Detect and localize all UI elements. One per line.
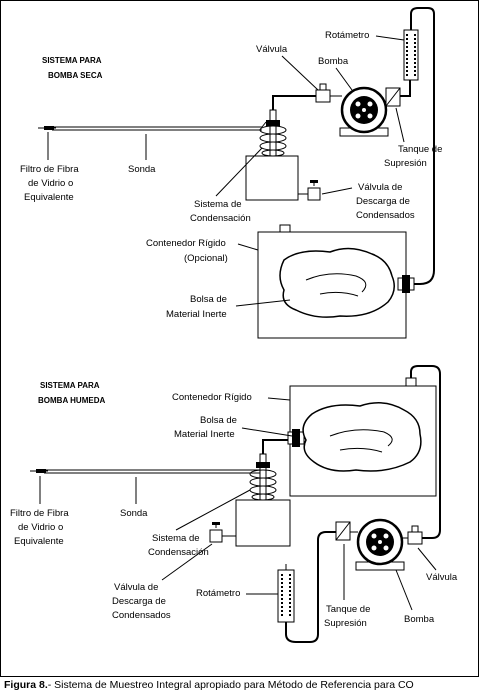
drain-label-line3-bottom: Condensados	[112, 610, 171, 621]
filter-label-line1-bottom: Filtro de Fibra	[10, 508, 69, 519]
filter-label-line1-top: Filtro de Fibra	[20, 164, 79, 175]
condensation-label-line2-bottom: Condensación	[148, 547, 209, 558]
container-leader-bottom	[267, 397, 291, 401]
valve-label-bottom: Válvula	[426, 572, 458, 583]
surge-tank-top	[385, 87, 401, 107]
rotameter-top	[400, 7, 435, 285]
drain-label-line2-bottom: Descarga de	[112, 596, 166, 607]
drain-label-line2-top: Descarga de	[356, 196, 410, 207]
condensation-system-top	[245, 109, 299, 201]
tubing-condenser-to-container-bottom	[262, 439, 288, 454]
diagram-border	[0, 0, 479, 677]
valve-leader-top	[281, 55, 319, 91]
pump-leader-top	[335, 67, 353, 91]
drain-label-line1-top: Válvula de	[358, 182, 402, 193]
condensation-system-bottom	[235, 453, 291, 547]
condensate-drain-valve-top	[298, 180, 321, 201]
inert-material-bag-top	[279, 247, 395, 318]
probe-top	[52, 121, 267, 131]
pump-label-bottom: Bomba	[404, 614, 435, 625]
rigid-container-bottom	[287, 377, 437, 497]
inert-material-bag-bottom	[302, 402, 422, 472]
valve-bottom	[402, 525, 423, 545]
valve-label-top: Válvula	[256, 44, 288, 55]
surge-tank-leader-top	[395, 107, 405, 143]
drain-label-line3-top: Condensados	[356, 210, 415, 221]
wet-pump-title-line1: SISTEMA PARA	[40, 381, 100, 390]
rotameter-bottom	[277, 531, 336, 643]
container-label-line2-top: (Opcional)	[184, 253, 228, 264]
container-label-line1-top: Contenedor Rígido	[146, 238, 226, 249]
pump-leader-bottom	[395, 569, 413, 611]
drain-label-line1-bottom: Válvula de	[114, 582, 158, 593]
valve-leader-bottom	[417, 547, 437, 571]
filter-label-line2-top: de Vidrio o	[28, 178, 73, 189]
glass-fiber-filter-top	[38, 126, 56, 130]
condensation-label-line2-top: Condensación	[190, 213, 251, 224]
filter-label-line3-bottom: Equivalente	[14, 536, 64, 547]
surge-tank-label-line1-bottom: Tanque de	[326, 604, 370, 615]
condensate-drain-valve-bottom	[209, 522, 236, 543]
figure-caption-text: - Sistema de Muestreo Integral apropiado…	[47, 679, 414, 691]
dry-pump-title-line1: SISTEMA PARA	[42, 56, 102, 65]
rotameter-label-top: Rotámetro	[325, 30, 369, 41]
container-leader-top	[237, 243, 259, 251]
tubing-container-to-valve-bottom	[410, 365, 441, 539]
wet-pump-system: SISTEMA PARA BOMBA HUMEDA	[10, 365, 458, 643]
drain-leader-top	[321, 187, 353, 195]
figure-caption: Figura 8.- Sistema de Muestreo Integral …	[4, 679, 480, 691]
bag-label-line2-top: Material Inerte	[166, 309, 227, 320]
surge-tank-label-line2-bottom: Supresión	[324, 618, 367, 629]
filter-label-line2-bottom: de Vidrio o	[18, 522, 63, 533]
glass-fiber-filter-bottom	[30, 469, 48, 473]
rotameter-leader-top	[375, 35, 405, 41]
bag-label-line1-bottom: Bolsa de	[200, 415, 237, 426]
pump-label-top: Bomba	[318, 56, 349, 67]
probe-label-top: Sonda	[128, 164, 156, 175]
pump-top	[339, 86, 389, 137]
valve-top	[315, 83, 342, 103]
condensation-label-line1-bottom: Sistema de	[152, 533, 200, 544]
probe-label-bottom: Sonda	[120, 508, 148, 519]
probe-bottom	[44, 463, 267, 474]
dry-pump-system: SISTEMA PARA BOMBA SECA	[20, 7, 442, 339]
rotameter-label-bottom: Rotámetro	[196, 588, 240, 599]
wet-pump-title-line2: BOMBA HUMEDA	[38, 396, 105, 405]
pump-bottom	[355, 518, 405, 571]
tubing-to-pump-top	[272, 95, 318, 110]
dry-pump-title-line2: BOMBA SECA	[48, 71, 103, 80]
drain-leader-bottom	[161, 543, 213, 581]
condensation-label-line1-top: Sistema de	[194, 199, 242, 210]
container-label-bottom: Contenedor Rígido	[172, 392, 252, 403]
surge-tank-label-line2-top: Supresión	[384, 158, 427, 169]
bag-leader-top	[235, 299, 291, 307]
condensation-leader-bottom	[175, 489, 251, 531]
condensation-leader-top	[215, 147, 263, 197]
bag-leader-bottom	[241, 427, 293, 437]
surge-tank-bottom	[335, 521, 358, 541]
filter-label-line3-top: Equivalente	[24, 192, 74, 203]
bag-label-line1-top: Bolsa de	[190, 294, 227, 305]
bag-label-line2-bottom: Material Inerte	[174, 429, 235, 440]
figure-caption-label: Figura 8.	[4, 679, 48, 691]
surge-tank-label-line1-top: Tanque de	[398, 144, 442, 155]
rigid-container-top	[257, 224, 415, 339]
